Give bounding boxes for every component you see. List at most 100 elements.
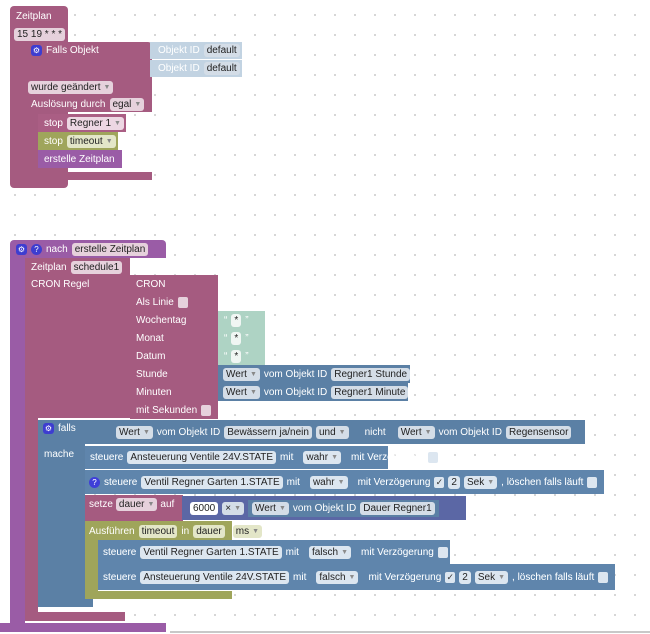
target-field[interactable]: Ventil Regner Garten 1.STATE [140, 545, 282, 559]
var-dropdown[interactable]: dauer▼ [115, 497, 158, 511]
text-field[interactable]: * [231, 331, 242, 345]
unit-dropdown[interactable]: Sek▼ [463, 475, 498, 489]
delay-field[interactable]: 2 [448, 475, 460, 489]
text-block-datum[interactable]: “*” [218, 347, 265, 365]
delay-checkbox[interactable] [427, 451, 438, 463]
dropdown-arrow-icon: ▼ [337, 478, 345, 486]
text-block-wochentag[interactable]: “*” [218, 311, 265, 329]
value: falsch [311, 546, 339, 558]
target-field[interactable]: Ansteuerung Ventile 24V.STATE [127, 450, 277, 464]
value-dropdown[interactable]: falsch▼ [316, 570, 359, 584]
trigger-label: Auslösung durch [31, 98, 106, 110]
wert-dropdown[interactable]: Wert▼ [116, 425, 153, 439]
objekt-id-value[interactable]: default [203, 61, 240, 75]
clear-checkbox[interactable] [587, 476, 598, 488]
objekt-id-field[interactable]: Regensensor [505, 425, 572, 439]
objekt-id-field[interactable]: Regner1 Minute [331, 385, 409, 399]
mit-label: mit [286, 476, 300, 488]
gear-icon[interactable]: ⚙ [31, 44, 42, 56]
dauer-field[interactable]: dauer [193, 524, 225, 538]
delay-checkbox[interactable] [437, 546, 448, 558]
number-field[interactable]: 6000 [190, 501, 219, 515]
mit-sekunden-checkbox[interactable] [201, 404, 212, 416]
horizontal-scrollbar[interactable] [170, 631, 650, 633]
timeout-dropdown[interactable]: timeout▼ [66, 134, 116, 148]
timeout-name-field[interactable]: timeout [138, 524, 178, 538]
objekt-id-field[interactable]: Bewässern ja/nein [224, 425, 312, 439]
function-name-field[interactable]: erstelle Zeitplan [71, 242, 149, 256]
value-dropdown[interactable]: wahr▼ [309, 475, 348, 489]
text-block-monat[interactable]: “*” [218, 329, 265, 347]
unit-value: Sek [477, 571, 496, 583]
objekt-id-field[interactable]: Dauer Regner1 [360, 501, 435, 515]
falls-bottom [38, 598, 93, 607]
loeschen-label: , löschen falls läuft [512, 571, 595, 583]
clear-checkbox[interactable] [598, 571, 609, 583]
delay-field[interactable]: 2 [459, 570, 471, 584]
gear-icon[interactable]: ⚙ [43, 422, 54, 434]
trigger-dropdown[interactable]: egal▼ [109, 97, 145, 111]
delay-checkbox[interactable]: ✓ [434, 476, 445, 488]
monat-label: Monat [136, 332, 164, 344]
nicht-label: nicht [364, 426, 386, 438]
dropdown-arrow-icon: ▼ [147, 500, 155, 508]
value: wahr [312, 476, 335, 488]
nach-bottom [0, 623, 166, 632]
erstelle-zeitplan-block[interactable]: erstelle Zeitplan [38, 150, 122, 168]
text-field[interactable]: * [231, 349, 242, 363]
cron-field[interactable]: 15 19 * * * [14, 27, 66, 41]
ausfuehren-bottom [85, 591, 232, 599]
value-dropdown[interactable]: falsch▼ [308, 545, 352, 559]
schedule-name-field[interactable]: schedule1 [70, 260, 123, 274]
help-icon[interactable]: ? [89, 476, 100, 488]
zeitplan-label: Zeitplan [16, 10, 52, 22]
minuten-label: Minuten [136, 386, 172, 398]
und-dropdown[interactable]: und▼ [315, 425, 349, 439]
wert-dropdown[interactable]: Wert▼ [252, 501, 289, 515]
wert-dropdown[interactable]: Wert▼ [223, 367, 260, 381]
help-icon[interactable]: ? [31, 243, 42, 255]
operator-dropdown[interactable]: ×▼ [222, 501, 245, 515]
falls-block[interactable]: ⚙falls Wert▼ vom Objekt ID Bewässern ja/… [38, 420, 585, 444]
als-linie-checkbox[interactable] [177, 296, 188, 308]
gear-icon[interactable]: ⚙ [16, 243, 27, 255]
cron-block[interactable]: CRON Als Linie Wochentag Monat Datum Stu… [130, 275, 218, 419]
objekt-id-field[interactable]: Regner1 Stunde [331, 367, 411, 381]
steuere-label: steuere [90, 451, 124, 463]
mit-label: mit [280, 451, 294, 463]
delay-checkbox[interactable]: ✓ [445, 571, 456, 583]
target-field[interactable]: Ansteuerung Ventile 24V.STATE [140, 570, 290, 584]
objekt-id-label: Objekt ID [158, 44, 200, 56]
unit-dropdown[interactable]: Sek▼ [474, 570, 509, 584]
target-field[interactable]: Ventil Regner Garten 1.STATE [141, 475, 283, 489]
wert-dropdown[interactable]: Wert▼ [223, 385, 260, 399]
text-field[interactable]: * [231, 313, 242, 327]
ms-dropdown[interactable]: ms▼ [232, 524, 263, 538]
value-dropdown[interactable]: wahr▼ [303, 450, 342, 464]
falls-label: falls [58, 422, 76, 434]
objekt-id-value[interactable]: default [203, 43, 240, 57]
mit-label: mit [285, 546, 299, 558]
als-linie-label: Als Linie [136, 296, 174, 308]
event-dropdown[interactable]: wurde geändert▼ [28, 80, 114, 94]
stop-dropdown[interactable]: Regner 1▼ [66, 116, 124, 130]
falls-objekt-block[interactable]: ⚙Falls Objekt wurde geändert▼ Auslösung … [25, 42, 152, 112]
dropdown-arrow-icon: ▼ [487, 478, 495, 486]
wert-value: Wert [119, 426, 140, 438]
wert-dropdown[interactable]: Wert▼ [397, 425, 435, 439]
